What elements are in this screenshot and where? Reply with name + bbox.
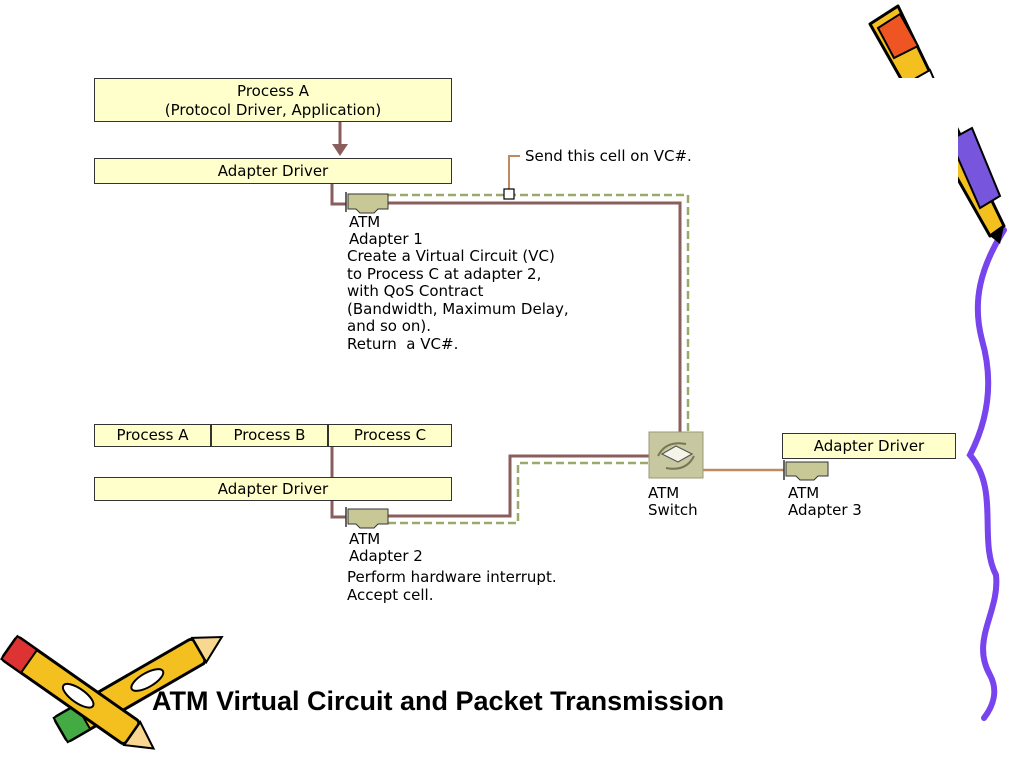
driver-to-adapter-2-line: [330, 500, 346, 519]
create-vc-note: Create a Virtual Circuit (VC) to Process…: [347, 247, 569, 353]
atm-adapter-2-card: [345, 507, 389, 529]
atm-switch-line2: Switch: [648, 501, 698, 519]
interrupt-note: Perform hardware interrupt. Accept cell.: [347, 568, 557, 604]
atm-adapter-3-line2: Adapter 3: [788, 501, 862, 519]
adapter-driver-right-box: Adapter Driver: [782, 433, 956, 459]
process-a-subtitle: (Protocol Driver, Application): [164, 101, 382, 119]
process-a-to-driver-arrow: [332, 122, 348, 156]
atm-adapter-1-card: [345, 192, 389, 214]
process-a-box: Process A (Protocol Driver, Application): [94, 78, 452, 122]
process-a-title: Process A: [237, 82, 309, 100]
atm-switch-line1: ATM: [648, 484, 680, 502]
process-b-cell: Process B: [211, 424, 328, 447]
decorative-squiggle: [966, 227, 1007, 721]
process-a-cell-label: Process A: [116, 426, 189, 444]
atm-switch-label: ATM Switch: [648, 485, 698, 519]
adapter-1-to-switch-circuit: [388, 201, 682, 435]
process-c-cell-label: Process C: [353, 426, 427, 444]
slide-title: ATM Virtual Circuit and Packet Transmiss…: [152, 686, 725, 716]
adapter-driver-bottom-label: Adapter Driver: [217, 480, 329, 498]
send-cell-note-connector: [503, 155, 520, 200]
send-cell-note: Send this cell on VC#.: [525, 147, 692, 165]
adapter-1-virtual-circuit: [388, 193, 690, 435]
atm-adapter-1-label: ATM Adapter 1: [349, 214, 423, 248]
atm-adapter-2-label: ATM Adapter 2: [349, 531, 423, 565]
process-a-cell: Process A: [94, 424, 211, 447]
process-c-cell: Process C: [328, 424, 452, 447]
driver-to-adapter-1-line: [330, 184, 346, 206]
adapter-2-virtual-circuit: [388, 461, 650, 525]
adapter-2-to-switch-circuit: [388, 454, 650, 518]
atm-adapter-3-label: ATM Adapter 3: [788, 485, 862, 519]
atm-adapter-1-line1: ATM: [349, 213, 381, 231]
adapter-driver-right-label: Adapter Driver: [813, 437, 925, 455]
atm-adapter-1-line2: Adapter 1: [349, 230, 423, 248]
atm-adapter-3-card: [783, 460, 829, 481]
crossed-pencils-icon: [0, 634, 224, 750]
atm-adapter-2-line1: ATM: [349, 530, 381, 548]
adapter-driver-top-box: Adapter Driver: [94, 158, 452, 184]
slide-panel: [822, 78, 958, 188]
adapter-driver-bottom-box: Adapter Driver: [94, 477, 452, 501]
adapter-driver-top-label: Adapter Driver: [217, 162, 329, 180]
atm-adapter-3-line1: ATM: [788, 484, 820, 502]
atm-adapter-2-line2: Adapter 2: [349, 547, 423, 565]
atm-switch-icon: [648, 431, 704, 479]
process-b-cell-label: Process B: [233, 426, 306, 444]
